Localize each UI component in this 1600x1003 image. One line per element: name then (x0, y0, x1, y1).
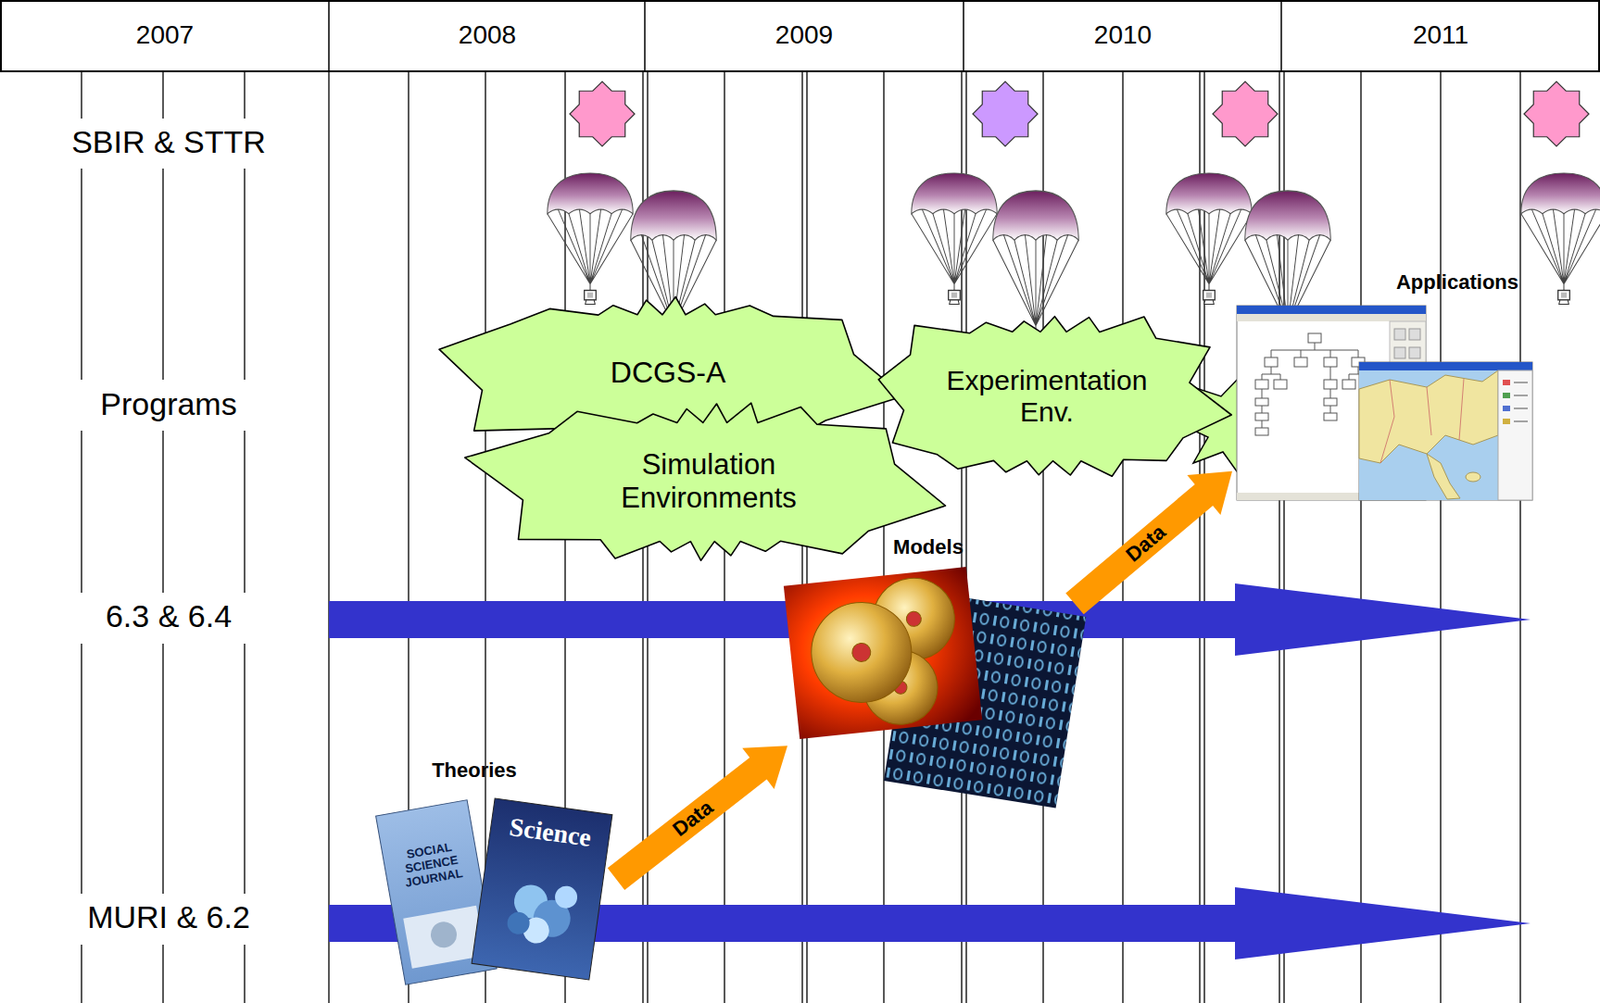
header-frame (0, 0, 1600, 72)
parachute-icon (1521, 173, 1600, 304)
cd-picture (783, 566, 983, 740)
journal-cover (471, 798, 613, 981)
cd-picture (851, 642, 872, 663)
row-label: SBIR & STTR (67, 124, 270, 161)
parachute-icon (1166, 173, 1252, 304)
year-header: 2009 (775, 20, 833, 51)
journal-cover (553, 884, 579, 910)
screenshot-tree-app (1264, 357, 1278, 367)
cd-picture (906, 611, 923, 629)
screenshot-tree-app (1323, 413, 1337, 421)
data-arrow (1065, 471, 1233, 616)
picture-group: Applications (1232, 264, 1538, 505)
data-arrow (607, 745, 788, 891)
screenshot-map-app (1359, 362, 1533, 371)
starburst-node: Simulation Environments (458, 401, 959, 564)
screenshot-tree-app (1308, 333, 1322, 343)
journal-cover (428, 919, 459, 950)
screenshot-tree-app (1342, 379, 1356, 390)
screenshot-map-app (1465, 472, 1481, 482)
row-label: Programs (96, 386, 240, 423)
screenshot-map-app (1498, 370, 1533, 501)
screenshot-map-app (1513, 382, 1528, 422)
star-icon (1212, 81, 1278, 147)
picture-group: Models (787, 535, 1075, 799)
cd-picture (783, 566, 983, 740)
screenshot-tree-app (1261, 342, 1368, 433)
screenshot-map-app (1502, 392, 1511, 399)
screenshot-tree-app (1255, 333, 1374, 436)
picture-heading: Models (893, 535, 964, 559)
screenshot-map-app (1502, 405, 1511, 412)
parachute-icon (911, 173, 997, 304)
journal-cover (505, 910, 531, 936)
picture-heading: Theories (431, 758, 517, 782)
parachute-icon (993, 190, 1079, 351)
screenshot-tree-app (1323, 379, 1337, 390)
screenshot-map-app (1359, 362, 1533, 501)
screenshot-tree-app (1236, 305, 1426, 315)
star-icon (569, 81, 635, 147)
screenshot-map-app (1359, 370, 1499, 464)
picture-heading: Applications (1396, 270, 1519, 294)
row-label: MURI & 6.2 (83, 899, 254, 936)
year-header: 2007 (136, 20, 194, 51)
header-row (0, 0, 1600, 72)
screenshot-tree-app (1255, 379, 1269, 390)
star-icon (1524, 81, 1589, 147)
cover-title: Science (507, 812, 593, 854)
row-label: 6.3 & 6.4 (101, 598, 236, 635)
arrow-label: Data (1119, 519, 1172, 569)
starburst-label: DCGS-A (610, 355, 726, 391)
screenshot-map-app (1502, 418, 1511, 425)
screenshot-tree-app (1294, 357, 1308, 367)
screenshot-tree-app (1236, 314, 1426, 322)
screenshot-tree-app (1273, 379, 1287, 390)
year-header: 2010 (1094, 20, 1152, 51)
cover-title: SOCIAL SCIENCE JOURNAL (394, 839, 470, 893)
grid-line (81, 71, 245, 1003)
screenshot-tree-app (1255, 428, 1269, 436)
starburst-label: Experimentation Env. (932, 365, 1160, 429)
screenshot-tree-app (1409, 328, 1421, 341)
screenshot-tree-app (1323, 357, 1337, 367)
grid-line (328, 71, 1521, 1003)
parachute-icon (547, 173, 633, 304)
screenshot-tree-app (1323, 398, 1337, 406)
screenshot-tree-app (1409, 347, 1421, 359)
screenshot-tree-app (1394, 347, 1406, 359)
screenshot-tree-app (1394, 328, 1406, 341)
screenshot-map-app (1359, 362, 1533, 501)
starburst-outline (878, 316, 1232, 478)
starburst-outline (465, 403, 946, 561)
star-icon (972, 81, 1038, 147)
journal-cover (471, 798, 613, 981)
screenshot-map-app (1359, 370, 1499, 501)
cd-picture (806, 597, 917, 708)
screenshot-tree-app (1255, 413, 1269, 421)
star-icons (569, 81, 1589, 147)
starburst-node: Experimentation Env. (854, 308, 1239, 485)
screenshot-map-app (1380, 378, 1464, 464)
starburst-label: Simulation Environments (609, 448, 809, 515)
screenshot-map-app (1502, 379, 1511, 386)
year-header: 2008 (458, 20, 517, 51)
arrow-label: Data (667, 794, 720, 844)
screenshot-tree-app (1255, 398, 1269, 406)
screenshot-map-app (1426, 453, 1461, 500)
header-divider (328, 0, 1282, 72)
year-header: 2011 (1412, 20, 1469, 51)
